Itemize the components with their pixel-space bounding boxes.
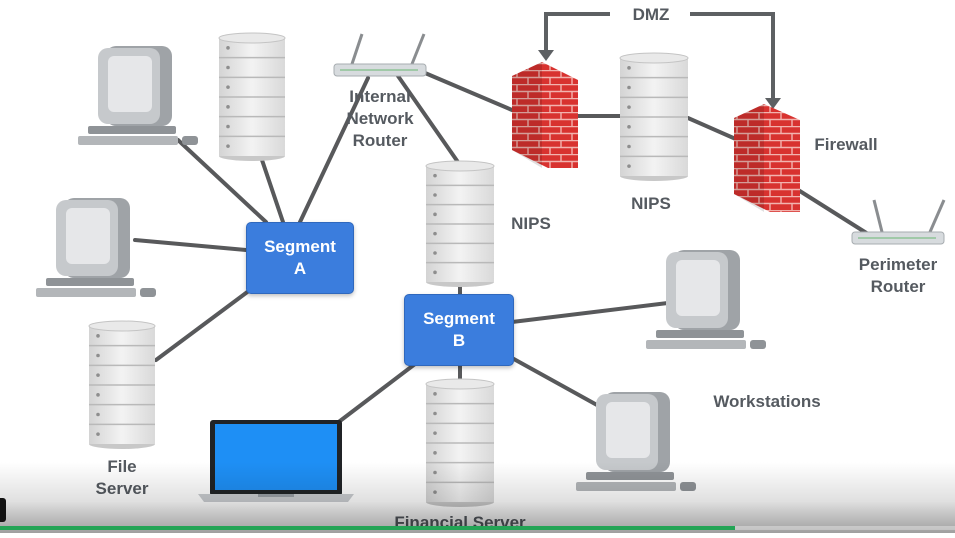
link-pc2-segment-a: [133, 238, 248, 252]
server-icon: [218, 32, 286, 161]
workstation-icon: [646, 250, 766, 349]
link-segment-b-laptop: [334, 362, 417, 426]
player-edge-handle: [0, 498, 6, 522]
segment-b-node: Segment B: [404, 294, 514, 366]
segment-b-line2: B: [452, 331, 466, 350]
progress-bar-fill: [0, 526, 736, 530]
segment-b-line1: Segment: [423, 309, 495, 328]
nips-server-icon: [425, 160, 495, 287]
financial-server-icon: [425, 378, 495, 507]
dmz-bracket: [538, 12, 781, 109]
workstation-icon: [78, 46, 198, 145]
segment-a-line1: Segment: [264, 237, 336, 256]
nips-center-label: NIPS: [511, 214, 551, 233]
workstations-label: Workstations: [713, 392, 821, 411]
progress-bar[interactable]: [0, 526, 955, 530]
perimeter-router-icon: [851, 199, 946, 245]
link-router-firewall: [416, 68, 514, 112]
file-server-label-line2: Server: [95, 479, 149, 498]
firewall-icon: [512, 62, 578, 168]
nips-dmz-server-icon: [619, 52, 689, 181]
firewall-label: Firewall: [814, 135, 878, 154]
segment-a-node: Segment A: [246, 222, 354, 294]
link-segment-a-router: [298, 76, 370, 224]
segment-a-line2: A: [293, 259, 307, 278]
laptop-icon: [198, 420, 354, 502]
internal-router-label-line2: Network: [346, 109, 414, 128]
file-server-label: File Server: [84, 456, 160, 500]
workstation-icon: [36, 198, 156, 297]
perimeter-router-label-line1: Perimeter: [858, 255, 938, 274]
link-segment-b-ws2: [510, 356, 608, 412]
file-server-label-line1: File: [107, 457, 137, 476]
link-server1-segment-a: [260, 158, 285, 224]
link-pc1-segment-a: [176, 138, 268, 224]
firewall-dmz-icon: [734, 104, 800, 212]
connection-lines: [133, 68, 870, 426]
financial-server-label: Financial Server: [394, 513, 526, 532]
link-segment-b-ws1: [510, 300, 678, 324]
dmz-arrow-left-icon: [538, 50, 554, 61]
internal-router-label-line1: Internal: [349, 87, 411, 106]
dmz-label: DMZ: [632, 5, 670, 24]
internal-router-icon: [333, 33, 427, 77]
perimeter-router-label: Perimeter Router: [846, 254, 950, 298]
nips-dmz-label: NIPS: [631, 194, 671, 213]
workstation-icon: [576, 392, 696, 491]
file-server-icon: [88, 320, 156, 449]
link-firewall2-perimeter-router: [793, 186, 870, 236]
internal-router-label: Internal Network Router: [330, 86, 430, 152]
link-nips-dmz-firewall2: [686, 116, 740, 142]
internal-router-label-line3: Router: [352, 131, 408, 150]
link-file-server-segment-a: [154, 288, 252, 362]
perimeter-router-label-line2: Router: [870, 277, 926, 296]
dmz-arrow-right-icon: [765, 98, 781, 109]
link-router-nips: [396, 74, 462, 167]
